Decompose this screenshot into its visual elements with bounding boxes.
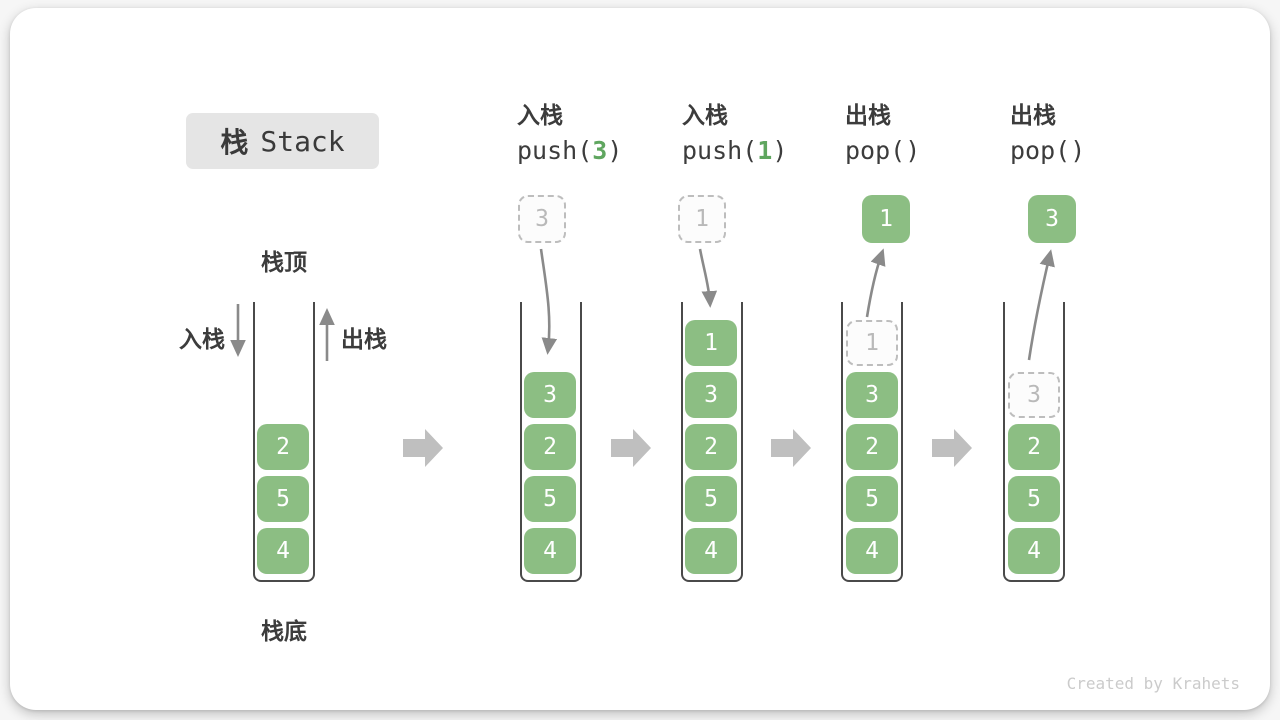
stack-block: 3 [685,372,737,418]
stack-block: 2 [685,424,737,470]
stack-block: 5 [685,476,737,522]
code-fn: pop( [845,136,906,165]
op-code: pop() [1010,138,1085,163]
op-code: push(3) [517,138,622,163]
code-close: ) [905,136,921,165]
incoming-value-ghost: 3 [518,195,566,243]
stack-block: 4 [524,528,576,574]
code-fn: push( [517,136,593,165]
stack-block: 4 [685,528,737,574]
op-label: 出栈 [1010,102,1056,128]
title-badge: 栈 Stack [186,113,379,169]
code-fn: pop( [1010,136,1071,165]
stack-block: 3 [524,372,576,418]
op-label: 出栈 [845,102,891,128]
code-close: ) [607,136,623,165]
stack-block: 4 [257,528,309,574]
popped-value-block: 3 [1028,195,1076,243]
stack-block: 5 [524,476,576,522]
popped-value-block: 1 [862,195,910,243]
stack-block: 2 [846,424,898,470]
code-fn: push( [682,136,758,165]
op-label: 入栈 [517,102,563,128]
push-direction-label: 入栈 [179,326,225,352]
code-arg: 3 [592,136,608,165]
stack-block: 4 [846,528,898,574]
op-header-push-3: 入栈 push(3) [517,102,622,164]
pop-direction-label: 出栈 [341,326,387,352]
watermark: Created by Krahets [1066,674,1240,693]
removed-value-ghost: 1 [846,320,898,366]
stack-block: 5 [846,476,898,522]
op-header-pop-2: 出栈 pop() [1010,102,1085,164]
stack-block: 5 [257,476,309,522]
op-header-pop-1: 出栈 pop() [845,102,920,164]
stack-block: 2 [524,424,576,470]
incoming-value-ghost: 1 [678,195,726,243]
stack-block: 1 [685,320,737,366]
op-header-push-1: 入栈 push(1) [682,102,787,164]
title-zh: 栈 [220,127,249,158]
code-arg: 1 [757,136,773,165]
code-close: ) [1070,136,1086,165]
code-close: ) [772,136,788,165]
stack-top-label: 栈顶 [261,249,307,275]
stack-block: 3 [846,372,898,418]
removed-value-ghost: 3 [1008,372,1060,418]
op-label: 入栈 [682,102,728,128]
op-code: pop() [845,138,920,163]
title-en: Stack [260,124,345,158]
op-code: push(1) [682,138,787,163]
stack-block: 2 [257,424,309,470]
stack-bottom-label: 栈底 [261,618,307,644]
stack-block: 5 [1008,476,1060,522]
stack-block: 4 [1008,528,1060,574]
stack-block: 2 [1008,424,1060,470]
